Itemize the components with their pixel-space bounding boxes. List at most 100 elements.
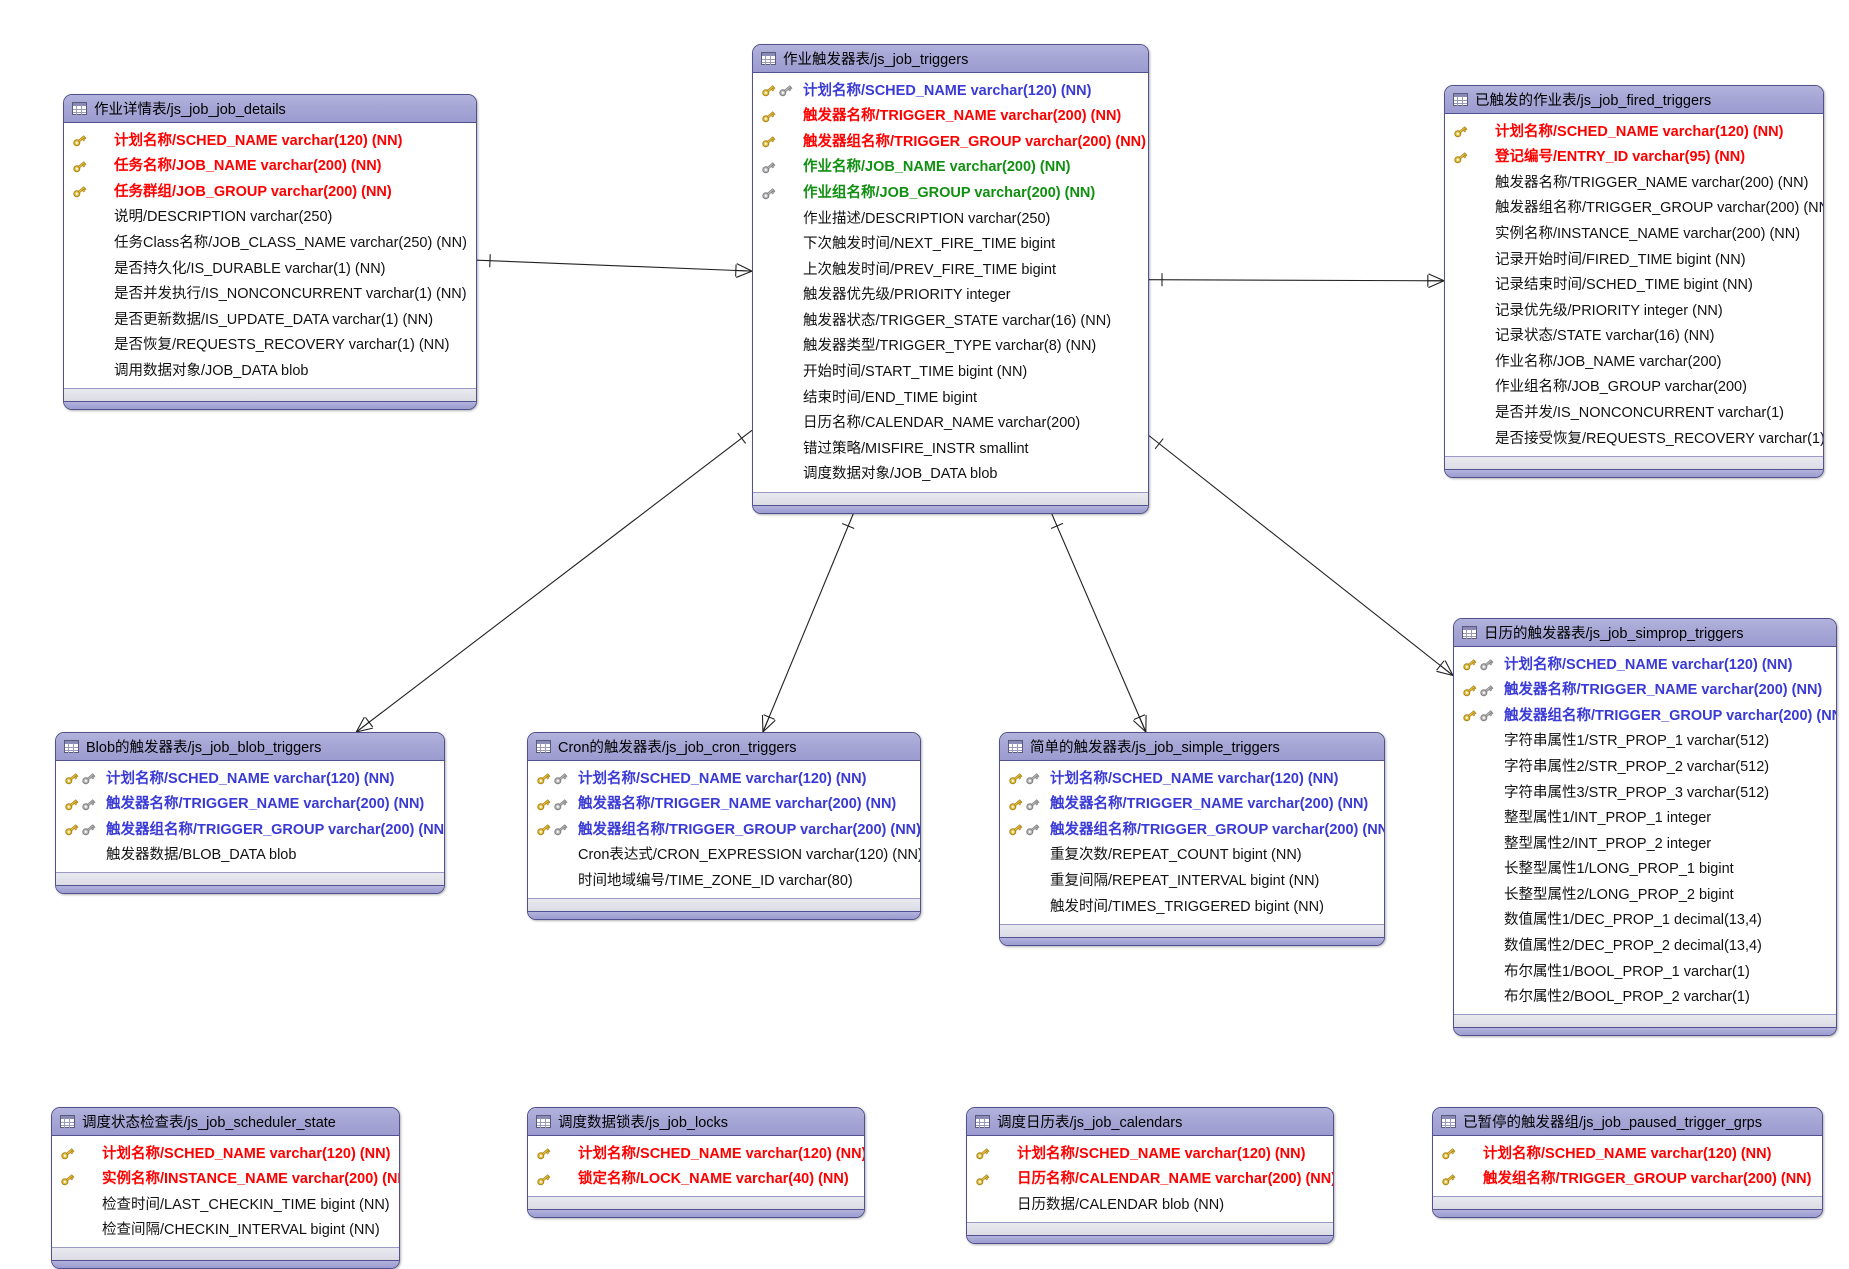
- entity-fired_triggers[interactable]: 已触发的作业表/js_job_fired_triggers 计划名称/SCHED_…: [1444, 85, 1824, 478]
- entity-header-fired_triggers[interactable]: 已触发的作业表/js_job_fired_triggers: [1445, 86, 1823, 114]
- attribute-row[interactable]: 字符串属性2/STR_PROP_2 varchar(512): [1454, 754, 1836, 780]
- entity-header-calendars[interactable]: 调度日历表/js_job_calendars: [967, 1108, 1333, 1136]
- attribute-row[interactable]: 作业名称/JOB_NAME varchar(200): [1445, 349, 1823, 375]
- attribute-row[interactable]: 整型属性1/INT_PROP_1 integer: [1454, 806, 1836, 832]
- attribute-row[interactable]: 计划名称/SCHED_NAME varchar(120) (NN): [528, 1141, 864, 1167]
- attribute-row[interactable]: 触发器组名称/TRIGGER_GROUP varchar(200) (NN): [1000, 817, 1384, 843]
- attribute-row[interactable]: 说明/DESCRIPTION varchar(250): [64, 205, 476, 231]
- entity-header-locks[interactable]: 调度数据锁表/js_job_locks: [528, 1108, 864, 1136]
- attribute-row[interactable]: 实例名称/INSTANCE_NAME varchar(200) (NN): [1445, 221, 1823, 247]
- attribute-row[interactable]: 调用数据对象/JOB_DATA blob: [64, 358, 476, 384]
- attribute-row[interactable]: 锁定名称/LOCK_NAME varchar(40) (NN): [528, 1167, 864, 1193]
- attribute-row[interactable]: 日历数据/CALENDAR blob (NN): [967, 1192, 1333, 1218]
- attribute-row[interactable]: 记录优先级/PRIORITY integer (NN): [1445, 298, 1823, 324]
- entity-locks[interactable]: 调度数据锁表/js_job_locks 计划名称/SCHED_NAME varch…: [527, 1107, 865, 1218]
- attribute-row[interactable]: 数值属性2/DEC_PROP_2 decimal(13,4): [1454, 934, 1836, 960]
- attribute-row[interactable]: 记录开始时间/FIRED_TIME bigint (NN): [1445, 247, 1823, 273]
- attribute-row[interactable]: 任务名称/JOB_NAME varchar(200) (NN): [64, 154, 476, 180]
- attribute-row[interactable]: 触发器组名称/TRIGGER_GROUP varchar(200) (NN): [1454, 703, 1836, 729]
- attribute-row[interactable]: 触发器名称/TRIGGER_NAME varchar(200) (NN): [1454, 678, 1836, 704]
- attribute-row[interactable]: 作业组名称/JOB_GROUP varchar(200) (NN): [753, 180, 1148, 206]
- attribute-row[interactable]: 是否并发执行/IS_NONCONCURRENT varchar(1) (NN): [64, 282, 476, 308]
- attribute-row[interactable]: 计划名称/SCHED_NAME varchar(120) (NN): [1445, 119, 1823, 145]
- attribute-row[interactable]: 错过策略/MISFIRE_INSTR smallint: [753, 436, 1148, 462]
- entity-header-triggers[interactable]: 作业触发器表/js_job_triggers: [753, 45, 1148, 73]
- entity-cron_triggers[interactable]: Cron的触发器表/js_job_cron_triggers 计划名称/SCHED…: [527, 732, 921, 920]
- attribute-row[interactable]: 计划名称/SCHED_NAME varchar(120) (NN): [967, 1141, 1333, 1167]
- entity-simprop_triggers[interactable]: 日历的触发器表/js_job_simprop_triggers 计划名称/SCHE…: [1453, 618, 1837, 1036]
- attribute-row[interactable]: 字符串属性1/STR_PROP_1 varchar(512): [1454, 729, 1836, 755]
- attribute-row[interactable]: 触发器名称/TRIGGER_NAME varchar(200) (NN): [1000, 792, 1384, 818]
- attribute-row[interactable]: 触发器类型/TRIGGER_TYPE varchar(8) (NN): [753, 334, 1148, 360]
- attribute-row[interactable]: 是否更新数据/IS_UPDATE_DATA varchar(1) (NN): [64, 307, 476, 333]
- entity-header-cron_triggers[interactable]: Cron的触发器表/js_job_cron_triggers: [528, 733, 920, 761]
- attribute-row[interactable]: 计划名称/SCHED_NAME varchar(120) (NN): [753, 78, 1148, 104]
- attribute-row[interactable]: 作业组名称/JOB_GROUP varchar(200): [1445, 375, 1823, 401]
- entity-triggers[interactable]: 作业触发器表/js_job_triggers 计划名称/SCHED_NAME va…: [752, 44, 1149, 514]
- attribute-row[interactable]: 重复次数/REPEAT_COUNT bigint (NN): [1000, 843, 1384, 869]
- entity-simple_triggers[interactable]: 简单的触发器表/js_job_simple_triggers 计划名称/SCHED…: [999, 732, 1385, 946]
- attribute-row[interactable]: 任务群组/JOB_GROUP varchar(200) (NN): [64, 179, 476, 205]
- attribute-row[interactable]: 是否接受恢复/REQUESTS_RECOVERY varchar(1): [1445, 426, 1823, 452]
- attribute-row[interactable]: 重复间隔/REPEAT_INTERVAL bigint (NN): [1000, 868, 1384, 894]
- attribute-row[interactable]: 是否并发/IS_NONCONCURRENT varchar(1): [1445, 401, 1823, 427]
- attribute-row[interactable]: 记录状态/STATE varchar(16) (NN): [1445, 324, 1823, 350]
- attribute-row[interactable]: 计划名称/SCHED_NAME varchar(120) (NN): [1433, 1141, 1822, 1167]
- entity-job_details[interactable]: 作业详情表/js_job_job_details 计划名称/SCHED_NAME …: [63, 94, 477, 410]
- attribute-row[interactable]: 触发器名称/TRIGGER_NAME varchar(200) (NN): [753, 104, 1148, 130]
- attribute-row[interactable]: 布尔属性1/BOOL_PROP_1 varchar(1): [1454, 959, 1836, 985]
- attribute-row[interactable]: 触发器名称/TRIGGER_NAME varchar(200) (NN): [1445, 170, 1823, 196]
- attribute-row[interactable]: 日历名称/CALENDAR_NAME varchar(200) (NN): [967, 1167, 1333, 1193]
- attribute-row[interactable]: 触发器组名称/TRIGGER_GROUP varchar(200) (NN): [1445, 196, 1823, 222]
- attribute-row[interactable]: 触发器状态/TRIGGER_STATE varchar(16) (NN): [753, 308, 1148, 334]
- attribute-row[interactable]: 触发器组名称/TRIGGER_GROUP varchar(200) (NN): [56, 817, 444, 843]
- attribute-row[interactable]: 记录结束时间/SCHED_TIME bigint (NN): [1445, 273, 1823, 299]
- attribute-row[interactable]: 字符串属性3/STR_PROP_3 varchar(512): [1454, 780, 1836, 806]
- entity-header-scheduler_state[interactable]: 调度状态检查表/js_job_scheduler_state: [52, 1108, 399, 1136]
- attribute-row[interactable]: 实例名称/INSTANCE_NAME varchar(200) (NN): [52, 1167, 399, 1193]
- entity-blob_triggers[interactable]: Blob的触发器表/js_job_blob_triggers 计划名称/SCHED…: [55, 732, 445, 894]
- attribute-row[interactable]: 登记编号/ENTRY_ID varchar(95) (NN): [1445, 145, 1823, 171]
- entity-header-paused_trigger_grps[interactable]: 已暂停的触发器组/js_job_paused_trigger_grps: [1433, 1108, 1822, 1136]
- attribute-row[interactable]: 日历名称/CALENDAR_NAME varchar(200): [753, 411, 1148, 437]
- attribute-row[interactable]: 计划名称/SCHED_NAME varchar(120) (NN): [528, 766, 920, 792]
- attribute-row[interactable]: 触发时间/TIMES_TRIGGERED bigint (NN): [1000, 894, 1384, 920]
- attribute-row[interactable]: 检查时间/LAST_CHECKIN_TIME bigint (NN): [52, 1192, 399, 1218]
- attribute-row[interactable]: 计划名称/SCHED_NAME varchar(120) (NN): [52, 1141, 399, 1167]
- attribute-row[interactable]: 触发器优先级/PRIORITY integer: [753, 283, 1148, 309]
- attribute-row[interactable]: 下次触发时间/NEXT_FIRE_TIME bigint: [753, 232, 1148, 258]
- attribute-row[interactable]: 触发器数据/BLOB_DATA blob: [56, 843, 444, 869]
- attribute-row[interactable]: 触发器名称/TRIGGER_NAME varchar(200) (NN): [528, 792, 920, 818]
- attribute-row[interactable]: 结束时间/END_TIME bigint: [753, 385, 1148, 411]
- attribute-row[interactable]: 触发器名称/TRIGGER_NAME varchar(200) (NN): [56, 792, 444, 818]
- attribute-row[interactable]: 长整型属性2/LONG_PROP_2 bigint: [1454, 882, 1836, 908]
- entity-header-blob_triggers[interactable]: Blob的触发器表/js_job_blob_triggers: [56, 733, 444, 761]
- attribute-row[interactable]: 整型属性2/INT_PROP_2 integer: [1454, 831, 1836, 857]
- attribute-row[interactable]: 调度数据对象/JOB_DATA blob: [753, 462, 1148, 488]
- entity-header-job_details[interactable]: 作业详情表/js_job_job_details: [64, 95, 476, 123]
- attribute-row[interactable]: 触发器组名称/TRIGGER_GROUP varchar(200) (NN): [528, 817, 920, 843]
- entity-paused_trigger_grps[interactable]: 已暂停的触发器组/js_job_paused_trigger_grps 计划名称/…: [1432, 1107, 1823, 1218]
- attribute-row[interactable]: 计划名称/SCHED_NAME varchar(120) (NN): [64, 128, 476, 154]
- attribute-row[interactable]: 布尔属性2/BOOL_PROP_2 varchar(1): [1454, 985, 1836, 1011]
- attribute-row[interactable]: 任务Class名称/JOB_CLASS_NAME varchar(250) (N…: [64, 230, 476, 256]
- attribute-row[interactable]: 是否持久化/IS_DURABLE varchar(1) (NN): [64, 256, 476, 282]
- attribute-row[interactable]: 计划名称/SCHED_NAME varchar(120) (NN): [56, 766, 444, 792]
- attribute-row[interactable]: 上次触发时间/PREV_FIRE_TIME bigint: [753, 257, 1148, 283]
- entity-scheduler_state[interactable]: 调度状态检查表/js_job_scheduler_state 计划名称/SCHED…: [51, 1107, 400, 1269]
- attribute-row[interactable]: 触发组名称/TRIGGER_GROUP varchar(200) (NN): [1433, 1167, 1822, 1193]
- attribute-row[interactable]: 计划名称/SCHED_NAME varchar(120) (NN): [1454, 652, 1836, 678]
- attribute-row[interactable]: 作业名称/JOB_NAME varchar(200) (NN): [753, 155, 1148, 181]
- attribute-row[interactable]: 作业描述/DESCRIPTION varchar(250): [753, 206, 1148, 232]
- attribute-row[interactable]: 检查间隔/CHECKIN_INTERVAL bigint (NN): [52, 1218, 399, 1244]
- attribute-row[interactable]: 计划名称/SCHED_NAME varchar(120) (NN): [1000, 766, 1384, 792]
- attribute-row[interactable]: 数值属性1/DEC_PROP_1 decimal(13,4): [1454, 908, 1836, 934]
- entity-header-simprop_triggers[interactable]: 日历的触发器表/js_job_simprop_triggers: [1454, 619, 1836, 647]
- attribute-row[interactable]: Cron表达式/CRON_EXPRESSION varchar(120) (NN…: [528, 843, 920, 869]
- attribute-row[interactable]: 时间地域编号/TIME_ZONE_ID varchar(80): [528, 868, 920, 894]
- entity-calendars[interactable]: 调度日历表/js_job_calendars 计划名称/SCHED_NAME va…: [966, 1107, 1334, 1244]
- entity-header-simple_triggers[interactable]: 简单的触发器表/js_job_simple_triggers: [1000, 733, 1384, 761]
- attribute-row[interactable]: 触发器组名称/TRIGGER_GROUP varchar(200) (NN): [753, 129, 1148, 155]
- attribute-row[interactable]: 开始时间/START_TIME bigint (NN): [753, 360, 1148, 386]
- attribute-row[interactable]: 是否恢复/REQUESTS_RECOVERY varchar(1) (NN): [64, 333, 476, 359]
